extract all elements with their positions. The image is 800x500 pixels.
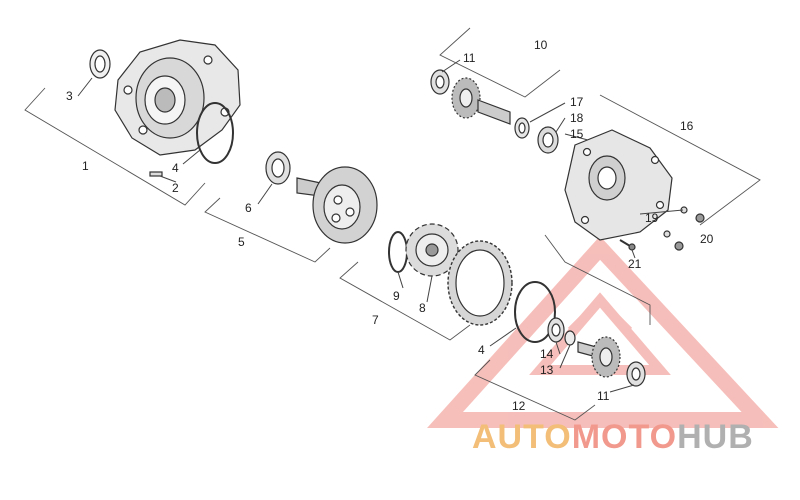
- label-part-12: 12: [512, 399, 526, 413]
- bearing-part-18: [537, 126, 559, 154]
- label-part-4: 4: [172, 161, 179, 175]
- label-part-18: 18: [570, 111, 584, 125]
- label-part-2: 2: [172, 181, 179, 195]
- clip-part-9: [388, 231, 408, 273]
- brand-hub: HUB: [677, 418, 754, 456]
- dowel-part-2: [149, 171, 163, 177]
- label-part-16: 16: [680, 119, 694, 133]
- washer-part-13: [564, 330, 576, 346]
- label-part-1: 1: [82, 159, 89, 173]
- label-part-6: 6: [245, 201, 252, 215]
- label-part-14: 14: [540, 347, 554, 361]
- label-part-7: 7: [372, 313, 379, 327]
- washer-part-17: [514, 117, 530, 139]
- label-part-15: 15: [570, 127, 584, 141]
- gear-shaft-part-12: [577, 336, 621, 378]
- bearing-part-6: [265, 151, 291, 185]
- label-part-10: 10: [534, 38, 548, 52]
- brand-auto: AUTO: [472, 418, 572, 456]
- label-part-17: 17: [570, 95, 584, 109]
- bearing-part-11-lower: [626, 361, 646, 387]
- part-number-labels: 1 2 3 4 6 5 9 8 7 4 10 11 17 18 15 16 19…: [66, 38, 714, 413]
- label-part-3: 3: [66, 89, 73, 103]
- label-part-13: 13: [540, 363, 554, 377]
- seal-ring-part-3: [89, 49, 111, 79]
- label-part-11: 11: [463, 51, 476, 65]
- label-part-20: 20: [700, 232, 714, 246]
- leader-lines: [77, 59, 684, 393]
- ring-gear-part-7: [447, 240, 513, 326]
- label-part-8: 8: [419, 301, 426, 315]
- snap-ring-part-4-upper: [196, 102, 234, 164]
- label-part-19: 19: [645, 211, 659, 225]
- gear-shaft-part-10: [451, 77, 511, 125]
- label-part-9: 9: [393, 289, 400, 303]
- label-part-5: 5: [238, 235, 245, 249]
- watermark-brand-text: AUTOMOTOHUB: [472, 418, 754, 457]
- output-shaft-part-5: [296, 166, 378, 244]
- cover-part-16: [564, 129, 673, 241]
- housing-part-1: [114, 39, 241, 156]
- bearing-part-11-upper: [430, 69, 450, 95]
- snap-ring-part-4-lower: [514, 281, 556, 343]
- brand-moto: MOTO: [571, 418, 678, 456]
- fasteners-part-19-20-21: [619, 206, 705, 251]
- seal-part-14: [547, 317, 565, 343]
- label-part-21: 21: [628, 257, 642, 271]
- label-part-4: 4: [478, 343, 485, 357]
- assembly-brackets: [24, 27, 761, 421]
- label-part-11: 11: [597, 389, 610, 403]
